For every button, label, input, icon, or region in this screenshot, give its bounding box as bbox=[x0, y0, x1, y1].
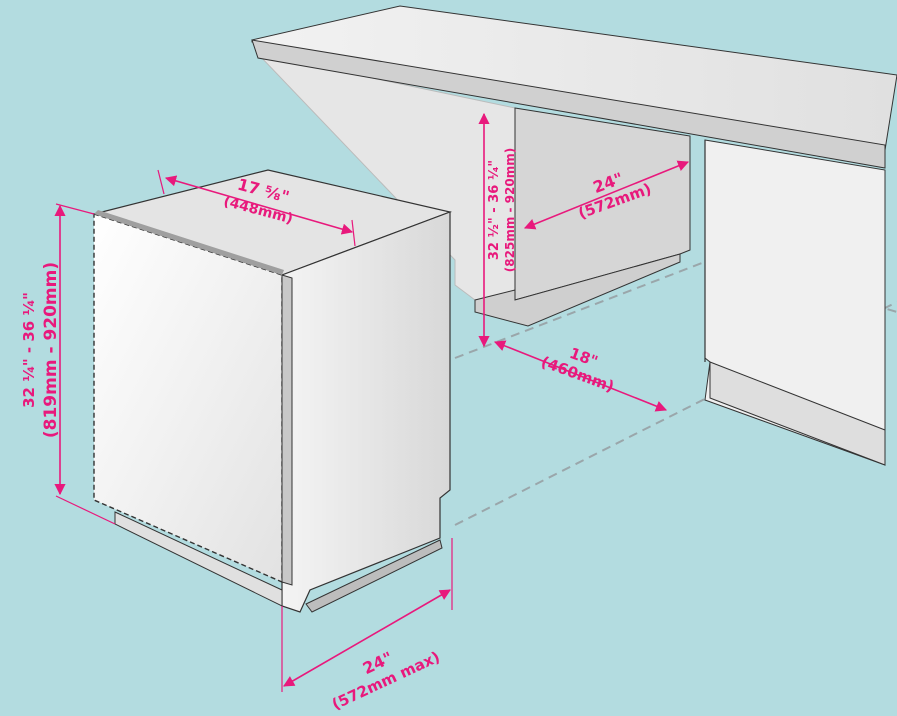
appliance-height-mm: (819mm - 920mm) bbox=[41, 262, 61, 438]
depth-arrow bbox=[283, 589, 451, 687]
appliance-height-inch: 32 ¹⁄₄" - 36 ¹⁄₄" bbox=[20, 292, 38, 408]
width-arrow bbox=[164, 175, 354, 235]
door-edge-strip bbox=[281, 274, 293, 586]
dishwasher bbox=[91, 169, 453, 613]
niche-depth-arrow bbox=[523, 160, 690, 230]
kitchen-niche bbox=[251, 5, 897, 526]
top-rim bbox=[94, 210, 284, 275]
countertop-edge bbox=[251, 39, 886, 169]
niche-height-mm: (825mm - 920mm) bbox=[503, 148, 517, 272]
dimension-lines bbox=[54, 112, 690, 692]
countertop-top bbox=[251, 5, 897, 151]
width-ext-left bbox=[157, 169, 165, 195]
height-ext-bottom bbox=[55, 495, 116, 525]
height-ext-top bbox=[55, 203, 95, 215]
niche-height-inch: 32 ¹⁄₂" - 36 ¹⁄₄" bbox=[487, 160, 502, 260]
niche-width-arrow bbox=[493, 340, 668, 412]
right-cabinet-plinth bbox=[709, 361, 886, 466]
